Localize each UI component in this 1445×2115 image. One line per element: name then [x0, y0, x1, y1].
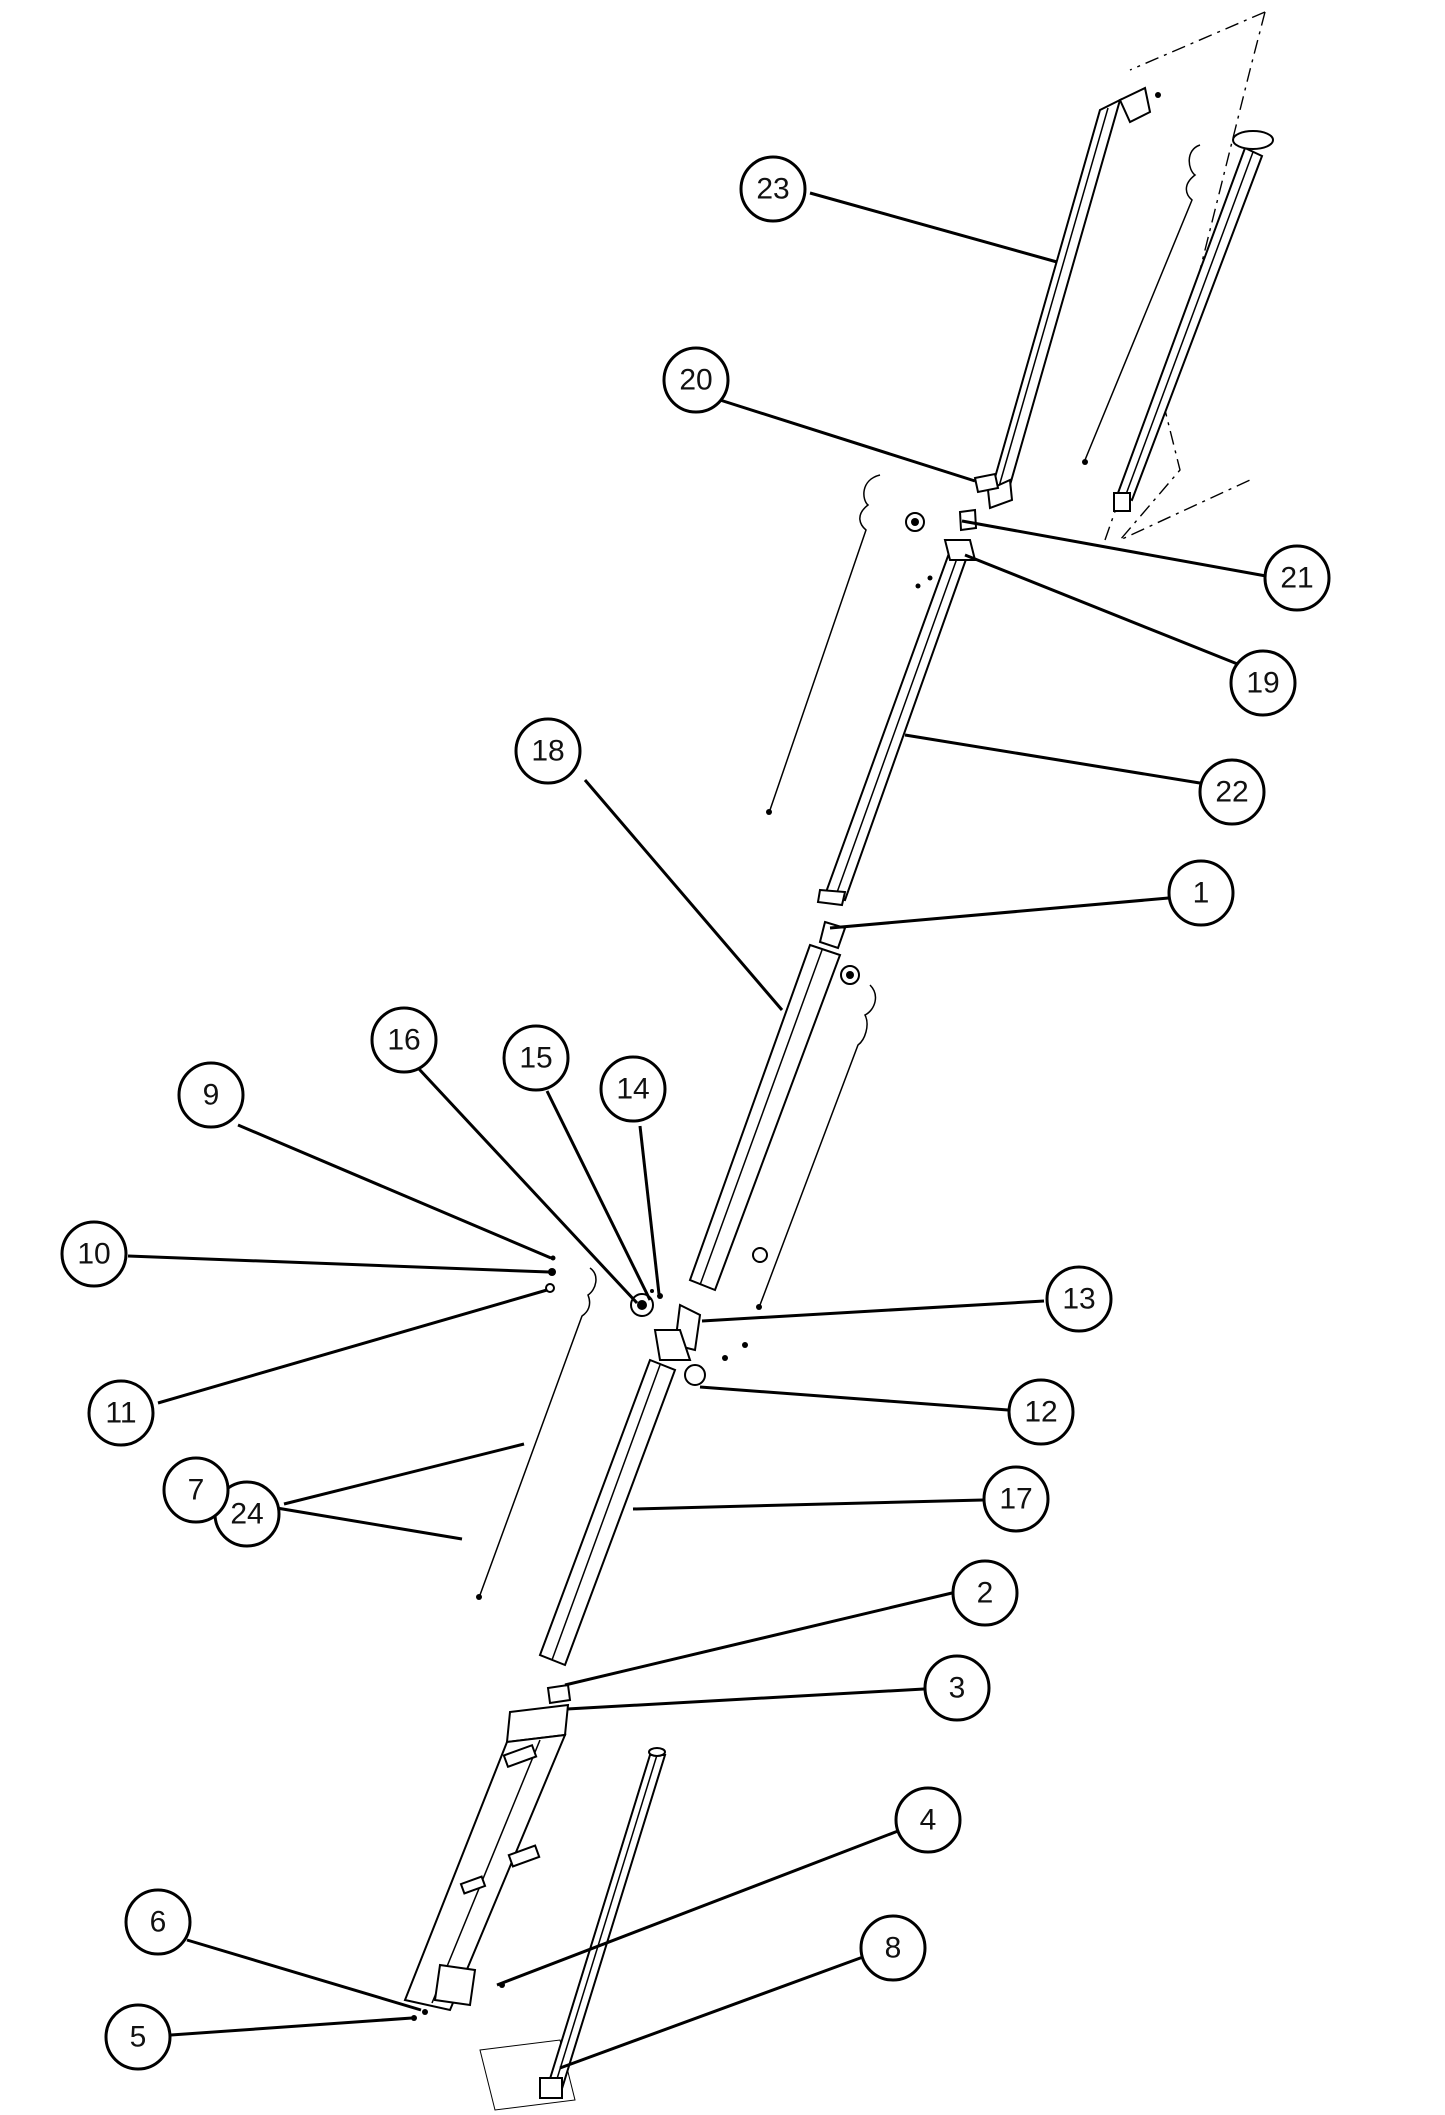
part-20-bracket	[973, 472, 1000, 494]
callout-10-label: 10	[77, 1238, 110, 1271]
callout-14-label: 14	[616, 1073, 649, 1106]
callout-18: 18	[514, 717, 582, 785]
leader-4	[496, 1829, 899, 1987]
upper-tube	[1113, 130, 1274, 512]
mid-upper-cable	[766, 474, 881, 815]
callout-11: 11	[87, 1379, 155, 1447]
part-19-pulley	[905, 512, 925, 532]
leader-24	[283, 1442, 525, 1506]
leader-11	[157, 1288, 548, 1405]
callout-18-label: 18	[531, 735, 564, 768]
callout-9-label: 9	[203, 1079, 220, 1112]
callout-15-label: 15	[519, 1042, 552, 1075]
part-17-tube	[538, 1303, 748, 1667]
callout-3: 3	[923, 1654, 991, 1722]
leader-10	[127, 1254, 550, 1274]
callout-20: 20	[662, 346, 730, 414]
callout-2: 2	[951, 1559, 1019, 1627]
base-hatch-plate	[479, 2039, 576, 2111]
callout-16-label: 16	[387, 1024, 420, 1057]
part-2-plate	[546, 1683, 572, 1705]
callout-14: 14	[599, 1055, 667, 1123]
callout-7: 7	[162, 1456, 230, 1524]
part-24-cable	[476, 1267, 597, 1600]
callout-23: 23	[739, 155, 807, 223]
upper-cable	[1082, 144, 1201, 465]
callout-19: 19	[1229, 649, 1297, 717]
callout-15: 15	[502, 1024, 570, 1092]
part-21-bracket	[958, 508, 978, 532]
part-9-10-11-hardware	[545, 1255, 556, 1293]
callout-13: 13	[1045, 1265, 1113, 1333]
callout-20-label: 20	[679, 364, 712, 397]
leader-21	[961, 519, 1267, 578]
leader-17	[632, 1498, 984, 1511]
callout-12: 12	[1007, 1378, 1075, 1446]
leader-1	[829, 895, 1181, 930]
callout-23-label: 23	[756, 173, 789, 206]
callout-22-label: 22	[1215, 776, 1248, 809]
callout-13-label: 13	[1062, 1283, 1095, 1316]
callout-24-label: 24	[230, 1498, 263, 1531]
callout-4: 4	[894, 1786, 962, 1854]
leader-19	[964, 553, 1241, 667]
leader-20	[719, 398, 976, 483]
callout-6: 6	[124, 1888, 192, 1956]
callout-1: 1	[1167, 859, 1235, 927]
callout-17: 17	[982, 1465, 1050, 1533]
leader-8	[559, 1955, 864, 2070]
leader-18	[583, 779, 784, 1011]
part-8-strut	[539, 1747, 667, 2099]
callout-11-label: 11	[105, 1397, 136, 1430]
part-16-pulley	[630, 1293, 654, 1317]
callout-8-label: 8	[885, 1932, 902, 1965]
callout-16: 16	[370, 1006, 438, 1074]
mid-cable	[756, 984, 877, 1310]
leader-16	[417, 1067, 639, 1305]
leader-lines	[127, 191, 1267, 2070]
callout-9: 9	[177, 1061, 245, 1129]
leader-15	[545, 1090, 652, 1301]
leader-6	[186, 1938, 422, 2012]
callout-8: 8	[859, 1914, 927, 1982]
callout-17-label: 17	[999, 1483, 1032, 1516]
part-7-base-tube	[403, 1703, 570, 2012]
leader-12	[699, 1385, 1009, 1412]
leader-22	[904, 733, 1213, 787]
callout-7-label: 7	[188, 1474, 205, 1507]
part-22-rail	[816, 539, 977, 907]
callout-10: 10	[60, 1220, 128, 1288]
leader-2	[564, 1591, 953, 1687]
callout-24: 24	[213, 1480, 281, 1548]
callout-6-label: 6	[150, 1906, 167, 1939]
callout-3-label: 3	[949, 1672, 966, 1705]
callout-1-label: 1	[1193, 877, 1210, 910]
callout-19-label: 19	[1246, 667, 1279, 700]
part-23-upper-rail	[986, 86, 1161, 510]
leader-23	[809, 191, 1058, 264]
callout-22: 22	[1198, 758, 1266, 826]
part-18-rail	[688, 920, 860, 1292]
leader-3	[566, 1687, 925, 1711]
leader-9	[237, 1123, 552, 1260]
callout-2-label: 2	[977, 1577, 994, 1610]
callout-5: 5	[104, 2003, 172, 2071]
callout-5-label: 5	[130, 2021, 147, 2054]
leader-5	[170, 2016, 413, 2037]
leader-14	[638, 1125, 661, 1295]
callout-12-label: 12	[1024, 1396, 1057, 1429]
leader-13	[701, 1299, 1045, 1323]
callout-21-label: 21	[1280, 562, 1313, 595]
part-5-6-fasteners	[411, 2009, 428, 2021]
callout-4-label: 4	[920, 1804, 937, 1837]
part-14-15-pins	[650, 1289, 663, 1299]
callout-21: 21	[1263, 544, 1331, 612]
